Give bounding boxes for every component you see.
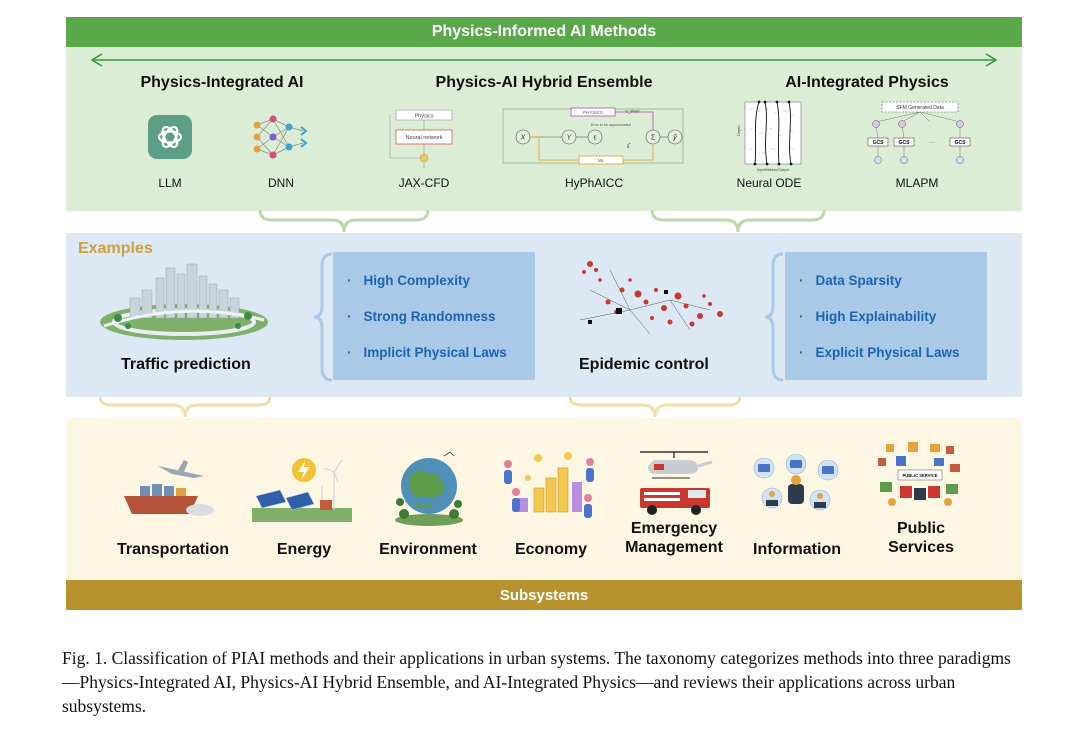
ship-plane-cargo-icon	[124, 460, 214, 516]
method-jax-cfd: Physics Neural network JAX-CFD	[364, 104, 484, 190]
llm-logo-icon	[148, 115, 192, 159]
blue-brace-left	[313, 252, 333, 382]
helicopter-firetruck-icon	[640, 451, 713, 515]
earth-globe-icon	[395, 451, 463, 526]
paradigm-ai-integrated-physics: AI-Integrated Physics	[785, 74, 949, 91]
hy-epshat-text: ε̂	[627, 144, 631, 150]
trait-item: ·High Complexity	[347, 272, 471, 288]
hy-sigma-text: Σ	[651, 135, 656, 142]
method-label: MLAPM	[895, 176, 939, 190]
example-epidemic-control: Epidemic control	[579, 356, 709, 373]
mlapm-gcs-text: GCS	[899, 140, 911, 146]
green-bracket-right	[650, 209, 826, 233]
subsystem-environment: Environment	[379, 541, 477, 558]
hy-x-text: X	[520, 135, 526, 142]
subsystem-information: Information	[753, 541, 841, 558]
public-service-sign-text: PUBLIC SERVICE	[902, 473, 937, 478]
method-label: JAX-CFD	[398, 176, 450, 190]
method-label: HyPhAICC	[564, 176, 623, 190]
method-label: Neural ODE	[736, 176, 802, 190]
jax-physics-text: Physics	[415, 114, 434, 120]
people-coins-icon	[504, 452, 594, 518]
example-traffic-prediction: Traffic prediction	[121, 356, 251, 373]
subsystem-public-services: Public Services	[888, 520, 954, 556]
hy-error-text: Error to be approximated	[591, 123, 631, 127]
neural-network-icon	[253, 115, 308, 159]
methods-panel	[66, 47, 1022, 211]
hy-yhat-text: ŷ	[672, 135, 677, 142]
mlapm-title-text: SFM Generated Data	[896, 105, 944, 111]
jax-nn-text: Neural network	[406, 135, 443, 141]
subsystem-transportation: Transportation	[116, 541, 229, 558]
subsystem-energy: Energy	[276, 541, 332, 558]
public-service-buildings-icon: PUBLIC SERVICE	[878, 442, 960, 506]
examples-title: Examples	[78, 240, 153, 257]
mlapm-gcs-text: GCS	[955, 140, 967, 146]
hy-y-text: Y	[567, 135, 573, 142]
smart-city-image	[100, 263, 268, 340]
paradigm-hybrid-ensemble: Physics-AI Hybrid Ensemble	[435, 74, 653, 91]
trait-item: ·High Explainability	[799, 308, 937, 324]
subsystem-emergency-management: Emergency Management	[625, 520, 723, 556]
paradigm-spectrum-arrow	[90, 53, 998, 67]
method-hyphaicc: PHYSICS Y_PHY Error to be approximated X…	[494, 104, 694, 190]
method-neural-ode: Depth Input/Hidden/Output Neural ODE	[709, 100, 829, 190]
ode-ylabel-text: Depth	[736, 125, 741, 136]
blue-brace-right	[764, 252, 784, 382]
method-label: DNN	[268, 176, 294, 190]
subsystem-economy: Economy	[514, 541, 587, 558]
hy-physics-text: PHYSICS	[583, 110, 603, 115]
hy-eps-text: ε	[593, 135, 596, 142]
solar-wind-energy-icon	[252, 458, 352, 522]
mlapm-dots-text: ···	[929, 140, 935, 146]
methods-header: Physics-Informed AI Methods	[66, 17, 1022, 47]
mlapm-gcs-text: GCS	[873, 140, 885, 146]
gcs-tree-diagram-icon: SFM Generated Data GCS GCS ··· GCS	[867, 101, 971, 164]
hy-yphy-text: Y_PHY	[625, 109, 640, 114]
method-mlapm: SFM Generated Data GCS GCS ··· GCS	[857, 101, 977, 190]
vector-field-plot-icon: Depth Input/Hidden/Output	[736, 100, 802, 172]
jax-cfd-diagram-icon: Physics Neural network	[389, 109, 453, 168]
trait-item: ·Implicit Physical Laws	[347, 344, 507, 360]
people-devices-icon	[753, 454, 839, 511]
green-bracket-left	[258, 209, 430, 233]
ode-xlabel-text: Input/Hidden/Output	[757, 168, 789, 172]
hyphaicc-diagram-icon: PHYSICS Y_PHY Error to be approximated X…	[502, 107, 684, 165]
epidemic-traits-box: ·Data Sparsity ·High Explainability ·Exp…	[785, 252, 987, 380]
epidemic-network-image	[579, 261, 723, 335]
trait-item: ·Data Sparsity	[799, 272, 902, 288]
gold-bracket-right	[568, 396, 742, 418]
traffic-traits-box: ·High Complexity ·Strong Randomness ·Imp…	[333, 252, 535, 380]
method-label: LLM	[158, 176, 182, 190]
subsystems-footer: Subsystems	[66, 580, 1022, 610]
figure-caption: Fig. 1. Classification of PIAI methods a…	[62, 648, 1011, 716]
trait-item: ·Explicit Physical Laws	[799, 344, 960, 360]
paradigm-physics-integrated-ai: Physics-Integrated AI	[140, 74, 304, 91]
method-dnn: DNN	[221, 104, 341, 190]
method-llm: LLM	[110, 104, 230, 190]
hy-ml-text: ML	[598, 158, 605, 163]
gold-bracket-left	[98, 396, 272, 418]
trait-item: ·Strong Randomness	[347, 308, 496, 324]
